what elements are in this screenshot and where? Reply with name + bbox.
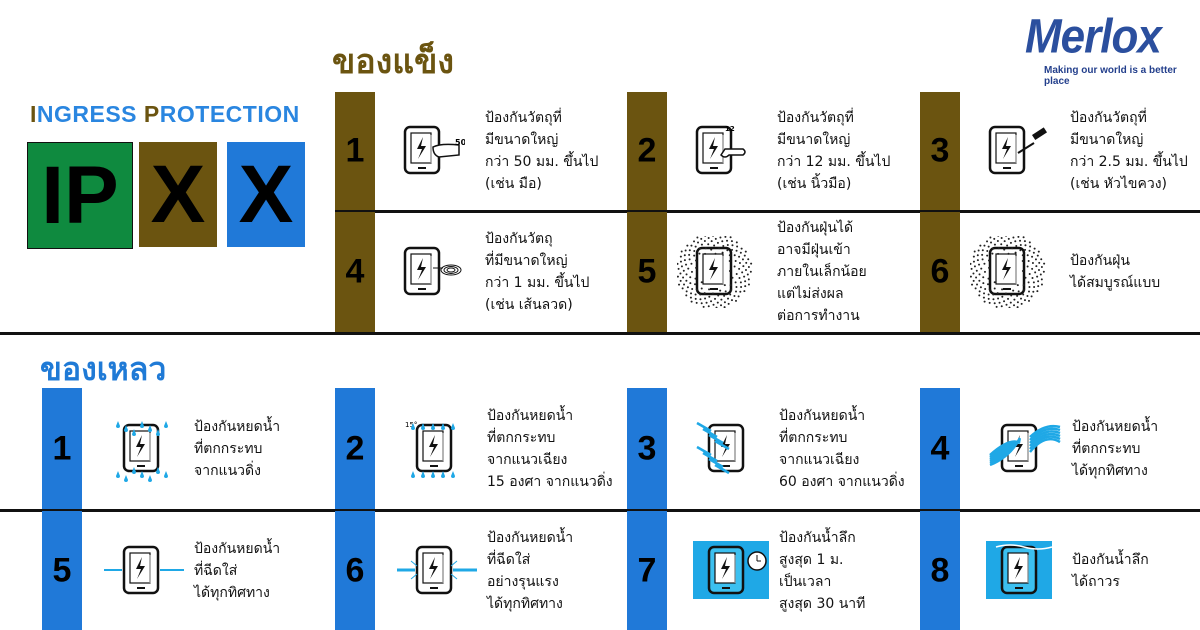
heading-word-ngress: NGRESS: [36, 101, 144, 127]
level-bar: [335, 212, 375, 332]
level-number: 5: [52, 551, 72, 589]
ingress-protection-heading: INGRESS PROTECTION: [30, 101, 300, 128]
level-number: 3: [930, 131, 950, 170]
level-bar: [627, 388, 667, 509]
brand-tagline: Making our world is a better place: [1044, 65, 1177, 87]
merlox-logo: Merlox: [1025, 9, 1162, 64]
solid-level-2: 2 12 ป้องกันวัตถุที่ มีขนาดใหญ่ กว่า 12 …: [627, 92, 917, 210]
level-description: ป้องกันหยดน้ำ ที่ตกกระทบ จากแนวดิ่ง: [194, 418, 281, 479]
level-number: 4: [930, 429, 950, 467]
level-number: 4: [345, 252, 365, 291]
level-description: ป้องกันหยดน้ำ ที่ตกกระทบ จากแนวเฉียง 15 …: [487, 407, 613, 490]
level-number: 1: [52, 429, 72, 467]
dust-tight-icon: [970, 236, 1046, 308]
level-number: 5: [637, 252, 657, 291]
hand-icon: 50: [403, 125, 465, 175]
level-number: 3: [637, 429, 657, 467]
liquid-level-7: 7 ป้องกันน้ำลึก สูงสุด 1 ม. เป็นเวลา สูง…: [627, 511, 917, 630]
liquid-level-2: 2 15° ป้องกันหยดน้ำ ที่ตกกระทบ จากแนวเฉี…: [335, 388, 625, 509]
spray-icon: [696, 421, 745, 474]
level-description: ป้องกันหยดน้ำ ที่ฉีดใส่ อย่างรุนแรง ได้ท…: [487, 529, 574, 612]
level-bar: [627, 92, 667, 210]
level-description: ป้องกันวัตถุที่ มีขนาดใหญ่ กว่า 2.5 มม. …: [1070, 110, 1188, 192]
level-description: ป้องกันฝุ่นได้ อาจมีฝุ่นเข้า ภายในเล็กน้…: [777, 220, 867, 324]
liquid-level-8: 8 ป้องกันน้ำลึก ได้ถาวร: [920, 511, 1200, 630]
level-bar: [627, 212, 667, 332]
liquid-level-5: 5 ป้องกันหยดน้ำ ที่ฉีดใส่ ได้ทุกทิศทาง: [42, 511, 332, 630]
level-bar: [920, 92, 960, 210]
vertical-drip-icon: [116, 420, 168, 482]
level-bar: [627, 511, 667, 630]
svg-text:50: 50: [455, 138, 465, 147]
solid-level-1: 1 50 ป้องกันวัตถุที่ มีขนาดใหญ่ กว่า 50 …: [335, 92, 625, 210]
tilted-drip-icon: 15°: [405, 421, 455, 478]
water-jet-icon: [104, 545, 184, 594]
level-number: 2: [637, 131, 657, 170]
liquid-level-4: 4 ป้องกันหยดน้ำ ที่ตกกระทบ ได้ทุกทิศทาง: [920, 388, 1200, 509]
immersion-timer-icon: [693, 540, 769, 599]
level-bar: [42, 388, 82, 509]
svg-text:15°: 15°: [405, 421, 417, 429]
liquid-section-title: ของเหลว: [40, 350, 167, 388]
heading-letter-p: P: [143, 101, 160, 127]
level-bar: [335, 92, 375, 210]
liquid-digit-box: X: [227, 142, 305, 247]
screwdriver-icon: [988, 125, 1048, 175]
level-number: 6: [345, 551, 365, 589]
finger-icon: 12: [695, 125, 746, 175]
ip-box: IP: [27, 142, 133, 249]
level-bar: [920, 388, 960, 509]
level-description: ป้องกันหยดน้ำ ที่ฉีดใส่ ได้ทุกทิศทาง: [194, 540, 281, 601]
level-number: 6: [930, 252, 950, 291]
powerful-jet-icon: [397, 545, 477, 594]
level-description: ป้องกันวัตถุที่ มีขนาดใหญ่ กว่า 50 มม. ข…: [485, 110, 599, 192]
liquid-row-divider: [0, 509, 1200, 512]
liquid-level-1: 1 ป้องกันหยดน้ำ ที่ตกกระทบ จากแนวดิ่ง: [42, 388, 332, 509]
heading-word-rotection: ROTECTION: [159, 101, 300, 127]
section-divider: [0, 332, 1200, 335]
dust-icon: [677, 236, 753, 308]
wire-icon: [403, 246, 462, 296]
liquid-level-3: 3 ป้องกันหยดน้ำ ที่ตกกระทบ จากแนวเฉียง 6…: [627, 388, 917, 509]
solid-section-title: ของแข็ง: [332, 42, 455, 82]
liquid-level-6: 6 ป้องกันหยดน้ำ ที่ฉีดใส่ อย่างรุนแรง ได…: [335, 511, 625, 630]
level-bar: [42, 511, 82, 630]
submersion-icon: [986, 540, 1053, 599]
level-number: 8: [930, 551, 950, 589]
splash-icon: [989, 423, 1061, 472]
heading-letter-i: I: [30, 101, 37, 127]
solid-level-5: 5 ป้องกันฝุ่นได้ อาจมีฝุ่นเข้า ภายในเล็ก…: [627, 212, 917, 332]
level-description: ป้องกันฝุ่น ได้สมบูรณ์แบบ: [1070, 253, 1161, 291]
level-description: ป้องกันหยดน้ำ ที่ตกกระทบ ได้ทุกทิศทาง: [1072, 418, 1159, 479]
level-description: ป้องกันหยดน้ำ ที่ตกกระทบ จากแนวเฉียง 60 …: [779, 407, 905, 490]
level-bar: [920, 212, 960, 332]
solid-row-divider: [335, 210, 1200, 213]
level-number: 2: [345, 429, 365, 467]
solid-level-4: 4 ป้องกันวัตถุ ที่มีขนาดใหญ่ กว่า 1 มม. …: [335, 212, 625, 332]
level-description: ป้องกันวัตถุ ที่มีขนาดใหญ่ กว่า 1 มม. ขึ…: [485, 231, 590, 313]
level-number: 7: [637, 551, 657, 589]
solid-digit-box: X: [139, 142, 217, 247]
svg-text:12: 12: [725, 125, 735, 133]
level-bar: [920, 511, 960, 630]
level-description: ป้องกันน้ำลึก สูงสุด 1 ม. เป็นเวลา สูงสุ…: [779, 529, 866, 612]
solid-level-3: 3 ป้องกันวัตถุที่ มีขนาดใหญ่ กว่า 2.5 มม…: [920, 92, 1200, 210]
level-number: 1: [345, 131, 365, 170]
level-bar: [335, 388, 375, 509]
level-bar: [335, 511, 375, 630]
solid-level-6: 6 ป้องกันฝุ่น ได้สมบูรณ์แบบ: [920, 212, 1200, 332]
level-description: ป้องกันน้ำลึก ได้ถาวร: [1072, 551, 1149, 590]
level-description: ป้องกันวัตถุที่ มีขนาดใหญ่ กว่า 12 มม. ข…: [777, 110, 891, 192]
